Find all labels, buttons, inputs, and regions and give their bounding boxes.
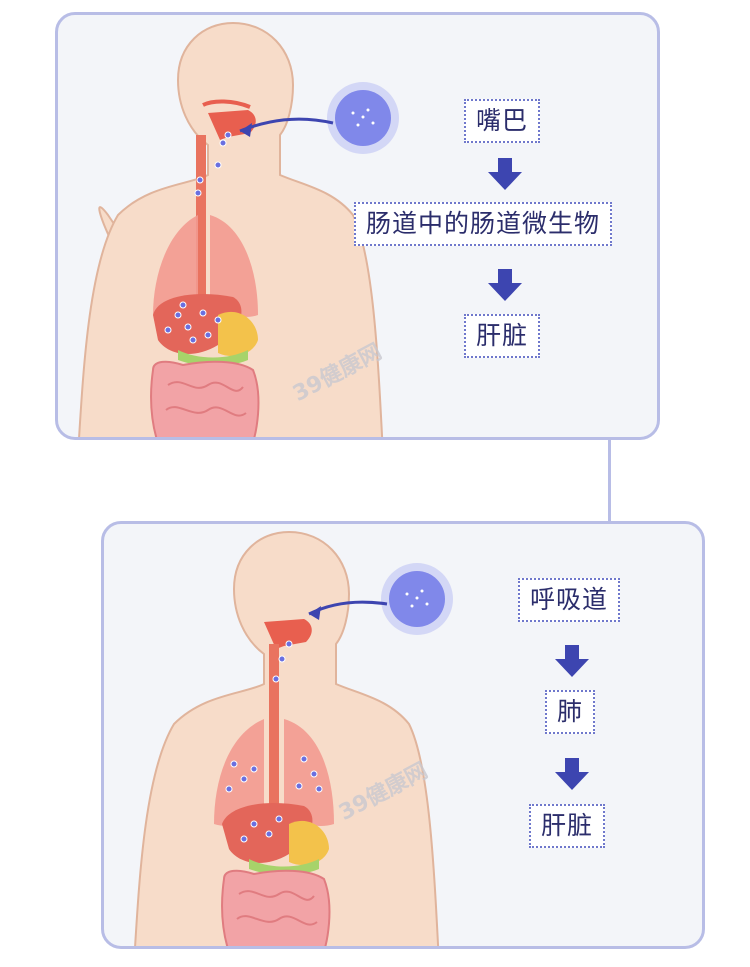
panel-connector (608, 440, 611, 522)
step-mouth: 嘴巴 (464, 99, 541, 143)
mouth-route-panel: 39健康网 嘴巴 肠道中的肠道微生物 肝脏 (55, 12, 660, 440)
body-illustration-mouth (78, 21, 399, 437)
down-arrow-icon (555, 645, 589, 677)
step-liver: 肝脏 (464, 314, 541, 358)
down-arrow-icon (555, 758, 589, 790)
step-respiratory-tract: 呼吸道 (518, 578, 621, 622)
step-lung: 肺 (545, 690, 596, 734)
body-illustration-respiratory (134, 530, 453, 946)
down-arrow-icon (488, 269, 522, 301)
respiratory-route-panel: 39健康网 呼吸道 肺 肝脏 (101, 521, 705, 949)
step-gut-microbes: 肠道中的肠道微生物 (354, 202, 613, 246)
down-arrow-icon (488, 158, 522, 190)
step-liver: 肝脏 (529, 804, 606, 848)
